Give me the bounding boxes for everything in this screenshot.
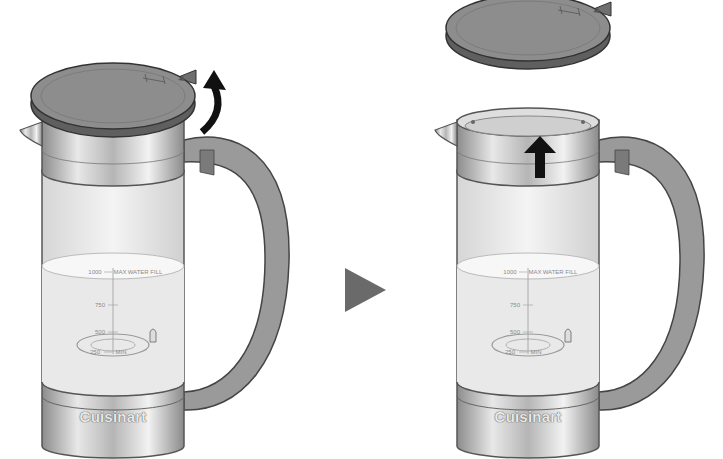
scale-marking: 500 — [510, 329, 520, 335]
scale-marking: WATER FILL — [543, 269, 578, 275]
scale-marking: 750 — [95, 302, 105, 308]
scale-marking: 1000 — [503, 269, 516, 275]
scale-marking: MIN — [531, 349, 542, 355]
scale-marking: 1000 — [88, 269, 101, 275]
scale-marking: MAX — [528, 269, 541, 275]
scale-marking: 250 — [505, 349, 515, 355]
scale-marking: 500 — [95, 329, 105, 335]
brand-logo: Cuisinart — [495, 409, 562, 424]
scale-marking: 250 — [90, 349, 100, 355]
scale-marking: 750 — [510, 302, 520, 308]
scale-marking: MAX — [113, 269, 126, 275]
brand-logo: Cuisinart — [80, 409, 147, 424]
scale-marking: MIN — [116, 349, 127, 355]
scale-marking: WATER FILL — [128, 269, 163, 275]
